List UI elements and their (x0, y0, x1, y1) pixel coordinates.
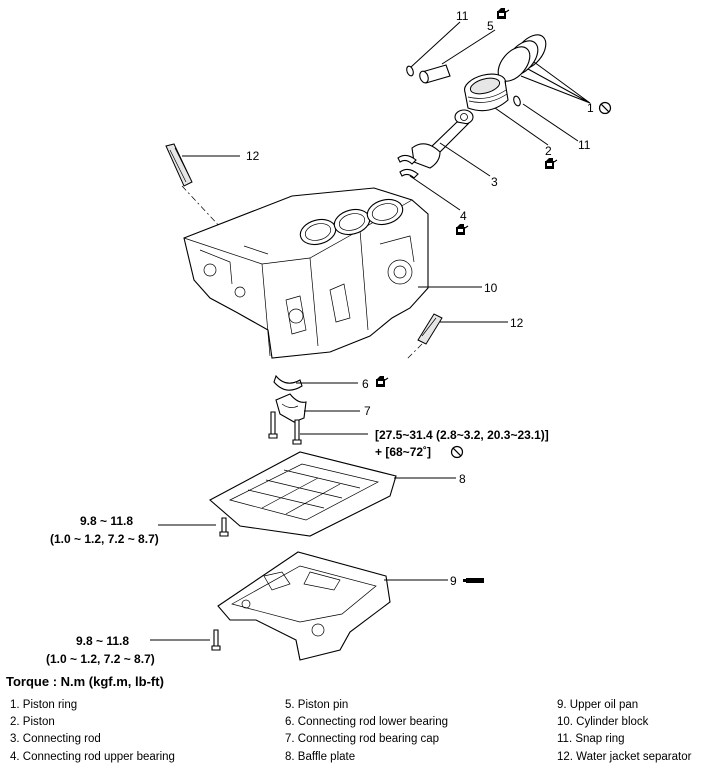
callout-11a: 11 (456, 9, 469, 23)
callout-8: 8 (459, 472, 466, 486)
exploded-view-diagram: 1 11 5 11 2 3 4 12 (46, 7, 612, 666)
callout-5: 5 (487, 19, 494, 33)
bearing-cap-bolt (268, 411, 278, 439)
upper-bearing-shell (399, 168, 419, 179)
snap-ring (406, 65, 414, 77)
cylinder-block (183, 187, 429, 359)
legend-item: 10. Cylinder block (557, 716, 649, 729)
legend-item: 3. Connecting rod (10, 733, 101, 746)
oilpan-torque-2: (1.0 ~ 1.2, 7.2 ~ 8.7) (46, 652, 155, 666)
legend-item: 12. Water jacket separator (557, 750, 692, 763)
oil-can-icon (375, 375, 389, 388)
legend-item: 5. Piston pin (285, 699, 349, 711)
lower-bearing-shell (273, 374, 303, 391)
upper-oil-pan (217, 551, 391, 661)
oil-can-icon (455, 223, 469, 236)
bearing-cap-torque-1: [27.5~31.4 (2.8~3.2, 20.3~23.1)] (375, 428, 549, 442)
piston-rings (497, 34, 547, 82)
callout-6: 6 (362, 377, 369, 391)
legend-item: 7. Connecting rod bearing cap (285, 733, 440, 746)
callout-9: 9 (450, 574, 457, 588)
oil-can-icon (544, 157, 558, 170)
callout-12a: 12 (246, 149, 260, 163)
connecting-rod (411, 109, 474, 169)
bearing-cap-torque-2: + [68~72˚] (375, 445, 431, 459)
legend-item: 8. Baffle plate (285, 750, 356, 763)
water-jacket-separator (165, 143, 193, 187)
baffle-bolt (219, 517, 229, 537)
callout-7: 7 (364, 404, 371, 418)
legend-item: 2. Piston (10, 716, 55, 729)
torque-title: Torque : N.m (kgf.m, lb-ft) (6, 674, 164, 689)
water-jacket-separator (417, 313, 443, 345)
legend-item: 11. Snap ring (557, 733, 625, 746)
sealant-tube-icon (463, 578, 484, 583)
no-reuse-icon (450, 445, 464, 459)
upper-bearing-shell (397, 154, 417, 165)
callout-11b: 11 (578, 138, 591, 152)
legend-column-3: 9. Upper oil pan 10. Cylinder block 11. … (557, 697, 691, 766)
piston-pin (419, 64, 451, 84)
oil-pan-bolt (211, 629, 221, 651)
snap-ring (513, 95, 521, 107)
piston (463, 73, 509, 112)
baffle-plate (209, 451, 397, 537)
callout-12b: 12 (510, 316, 524, 330)
callout-4: 4 (460, 209, 467, 223)
baffle-torque-1: 9.8 ~ 11.8 (80, 514, 133, 528)
bearing-cap (275, 393, 307, 423)
callout-2: 2 (545, 144, 552, 158)
legend-item: 1. Piston ring (10, 699, 78, 711)
legend-item: 6. Connecting rod lower bearing (285, 716, 449, 729)
callout-3: 3 (491, 175, 498, 189)
oil-can-icon (496, 7, 510, 20)
legend-column-2: 5. Piston pin 6. Connecting rod lower be… (285, 697, 448, 766)
no-reuse-icon (598, 101, 612, 115)
bearing-cap-bolt (292, 419, 302, 445)
legend-column-1: 1. Piston ring 2. Piston 3. Connecting r… (10, 697, 175, 766)
callout-10: 10 (484, 281, 498, 295)
oilpan-torque-1: 9.8 ~ 11.8 (76, 634, 129, 648)
baffle-torque-2: (1.0 ~ 1.2, 7.2 ~ 8.7) (50, 532, 159, 546)
legend-item: 9. Upper oil pan (557, 699, 639, 711)
legend-item: 4. Connecting rod upper bearing (10, 750, 175, 763)
callout-1: 1 (587, 101, 594, 115)
